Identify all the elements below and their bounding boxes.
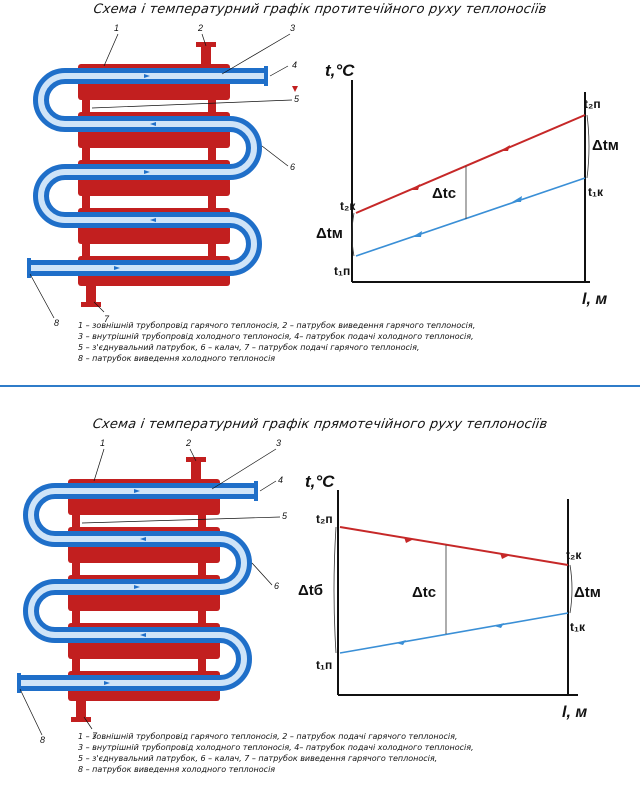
t2k-label: t₂к: [340, 199, 356, 213]
legend-line: 8 – патрубок виведення холодного теплоно…: [78, 765, 276, 774]
callout-leaders: [29, 33, 293, 319]
flow-arrows: [114, 74, 298, 270]
callout-5: 5: [282, 511, 288, 521]
callout-1: 1: [114, 23, 119, 33]
cold-line: [339, 612, 569, 654]
dt-right-label: Δtм: [592, 137, 619, 154]
legend: 1 – зовнішній трубопровід гарячого тепло…: [78, 731, 618, 775]
hot-line: [355, 114, 586, 214]
dt-left-label: Δtм: [316, 225, 343, 242]
hot-arrow-2: [500, 553, 510, 559]
t1n-label: t₁п: [316, 658, 332, 672]
dt-right-bracket: [569, 564, 573, 614]
callout-6: 6: [274, 581, 279, 591]
inlet-marker-icon: [292, 86, 298, 92]
t1n-label: t₁п: [334, 264, 350, 278]
heat-exchanger-diagram: 1 2 3 4 5 6 7 8: [27, 23, 300, 328]
callout-numbers: 1 2 3 4 5 6 7 8: [40, 438, 288, 745]
section-divider: [0, 385, 640, 387]
x-axis-label: l, м: [582, 291, 607, 308]
legend-line: 1 – зовнішній трубопровід гарячого тепло…: [78, 732, 458, 741]
temperature-graph: t,°C l, м t₂п t₁п t₂к t₁к Δtб Δtм Δtс: [298, 472, 601, 721]
legend-line: 3 – внутрішній трубопровід холодного теп…: [78, 332, 474, 341]
hot-arrow-1: [404, 537, 414, 543]
callout-numbers: 1 2 3 4 5 6 7 8: [54, 23, 300, 328]
heat-exchanger-diagram: 1 2 3 4 5 6 7 8: [17, 438, 288, 745]
cold-arrow-1: [412, 231, 422, 237]
temperature-graph: t,°C l, м t₂к t₁п t₂п t₁к Δtм Δtм Δtс: [316, 61, 619, 308]
callout-4: 4: [278, 475, 283, 485]
callout-4: 4: [292, 60, 297, 70]
t2n-label: t₂п: [316, 512, 333, 526]
t1k-label: t₁к: [570, 620, 586, 634]
dt-mid-label: Δtс: [432, 185, 456, 202]
callout-6: 6: [290, 162, 295, 172]
parallel-flow-figure: 1 2 3 4 5 6 7 8 t,°C l, м: [17, 438, 601, 745]
y-axis-label: t,°C: [325, 61, 355, 80]
callout-3: 3: [276, 438, 281, 448]
t2k-label: t₂к: [566, 548, 582, 562]
callout-1: 1: [100, 438, 105, 448]
hot-line: [339, 526, 569, 566]
hot-arrow-2: [500, 145, 510, 151]
cold-arrow-2: [512, 196, 522, 202]
counterflow-panel: Схема і температурний графік протитечійн…: [0, 0, 640, 380]
dt-left-bracket: [351, 212, 355, 257]
callout-3: 3: [290, 23, 295, 33]
callout-7: 7: [92, 731, 98, 741]
t1k-label: t₁к: [588, 185, 604, 199]
legend-line: 8 – патрубок виведення холодного теплоно…: [78, 354, 276, 363]
cold-line: [355, 177, 586, 257]
dt-mid-label: Δtс: [412, 584, 436, 601]
x-axis-label: l, м: [562, 704, 587, 721]
callout-8: 8: [54, 318, 59, 328]
legend-line: 3 – внутрішній трубопровід холодного теп…: [78, 743, 474, 752]
dt-right-label: Δtм: [574, 584, 601, 601]
t2n-label: t₂п: [584, 97, 601, 111]
cold-arrow-2: [494, 623, 504, 628]
legend: 1 – зовнішній трубопровід гарячого тепло…: [78, 320, 618, 364]
callout-2: 2: [197, 23, 203, 33]
hot-arrow-1: [410, 184, 420, 190]
callout-2: 2: [185, 438, 191, 448]
cold-arrow-1: [396, 640, 406, 645]
legend-line: 5 – з'єднувальний патрубок, 6 – калач, 7…: [78, 343, 420, 352]
callout-5: 5: [294, 94, 300, 104]
callout-leaders: [19, 448, 281, 736]
dt-right-bracket: [586, 114, 590, 179]
parallel-flow-panel: Схема і температурний графік прямотечійн…: [0, 395, 640, 805]
y-axis-label: t,°C: [305, 472, 335, 491]
dt-left-label: Δtб: [298, 582, 323, 599]
legend-line: 1 – зовнішній трубопровід гарячого тепло…: [78, 321, 476, 330]
legend-line: 5 – з'єднувальний патрубок, 6 – калач, 7…: [78, 754, 438, 763]
flow-arrows: [104, 489, 146, 685]
counterflow-figure: 1 2 3 4 5 6 7 8 t,°C l, м: [27, 23, 619, 328]
dt-left-bracket: [333, 526, 337, 654]
callout-8: 8: [40, 735, 45, 745]
callout-7: 7: [104, 314, 110, 324]
